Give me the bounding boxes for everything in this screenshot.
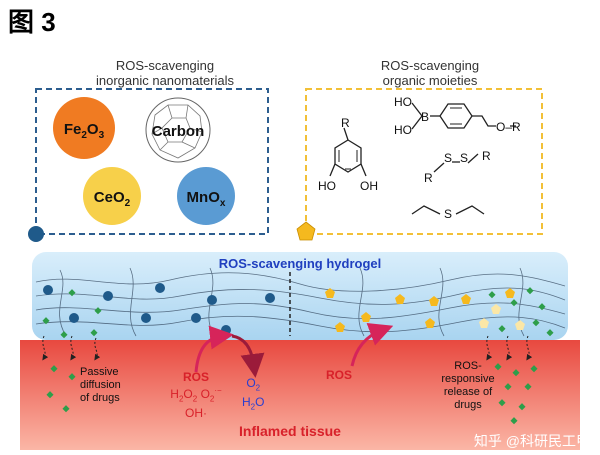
carbon-fullerene: Carbon xyxy=(145,97,211,163)
hydrogel-title: ROS-scavenging hydrogel xyxy=(219,256,382,271)
inorganic-panel-title: ROS-scavenging inorganic nanomaterials xyxy=(60,58,270,88)
ros-left-label: ROS xyxy=(182,370,209,384)
pentagon-moiety-group xyxy=(325,288,515,332)
boron-label: B xyxy=(421,110,429,124)
h2o-product: H2O xyxy=(242,395,265,412)
passive-diffusion-label: Passive diffusion of drugs xyxy=(80,366,121,404)
disulfide-r-left: R xyxy=(424,171,433,185)
thioether-s: S xyxy=(444,207,452,221)
organic-title-line1: ROS-scavenging xyxy=(380,58,480,73)
responsive-release-label: ROS- responsive release of drugs xyxy=(441,360,495,411)
disulfide-s1: S xyxy=(444,151,452,165)
hydrogel-layer xyxy=(32,252,568,340)
ros-species-list: H2O2 O2·− xyxy=(170,386,222,404)
catechol-structure xyxy=(329,127,367,177)
inorganic-title-line1: ROS-scavenging xyxy=(115,58,215,73)
particle-to-product-arrow xyxy=(231,334,265,378)
inorganic-title-line2: inorganic nanomaterials xyxy=(95,73,235,88)
boronic-ho-bottom-label: HO xyxy=(394,123,412,137)
organic-marker-pentagon xyxy=(296,221,316,241)
catechol-ho-label: HO xyxy=(318,179,336,193)
drug-diamond-tissue-right xyxy=(494,363,538,425)
o2-product: O2 xyxy=(246,376,261,393)
catechol-r-label: R xyxy=(341,116,350,130)
ether-or-label: O–R xyxy=(496,120,521,134)
passive-diffusion-arrows xyxy=(42,335,101,361)
watermark: 知乎 @科研民工甲 xyxy=(473,433,590,449)
svg-text:CeO2: CeO2 xyxy=(94,189,131,209)
inflamed-tissue-label: Inflamed tissue xyxy=(239,423,341,439)
disulfide-structure xyxy=(433,153,479,173)
disulfide-r-right: R xyxy=(482,149,491,163)
inorganic-marker-dot xyxy=(28,226,44,242)
organic-panel-title: ROS-scavenging organic moieties xyxy=(340,58,520,88)
ros-to-moiety-arrow xyxy=(350,322,394,367)
inorganic-panel-box xyxy=(35,88,269,235)
fe2o3-particle: Fe2O3 xyxy=(53,97,115,159)
ros-species-block: ROS H2O2 O2·− OH· xyxy=(160,370,232,420)
thioether-structure xyxy=(411,205,485,215)
polymer-network xyxy=(35,267,566,337)
figure-label: 图 3 xyxy=(8,7,56,37)
mnox-particle: MnOx xyxy=(177,167,235,225)
pale-pentagon-group xyxy=(479,304,525,330)
products-block: O2 H2O xyxy=(242,376,264,415)
boronic-ho-top-label: HO xyxy=(394,95,412,109)
boronic-structure xyxy=(411,102,516,130)
ceo2-particle: CeO2 xyxy=(83,167,141,225)
organic-title-line2: organic moieties xyxy=(382,73,478,88)
svg-text:MnOx: MnOx xyxy=(187,189,226,209)
disulfide-s2: S xyxy=(460,151,468,165)
svg-text:Fe2O3: Fe2O3 xyxy=(64,121,105,141)
responsive-release-arrows xyxy=(486,335,533,361)
ros-to-particle-arrow xyxy=(194,325,234,373)
svg-text:Carbon: Carbon xyxy=(152,123,205,140)
catechol-oh-label: OH xyxy=(360,179,378,193)
ros-right-label: ROS xyxy=(326,368,353,382)
oh-radical-label: OH· xyxy=(185,406,207,421)
